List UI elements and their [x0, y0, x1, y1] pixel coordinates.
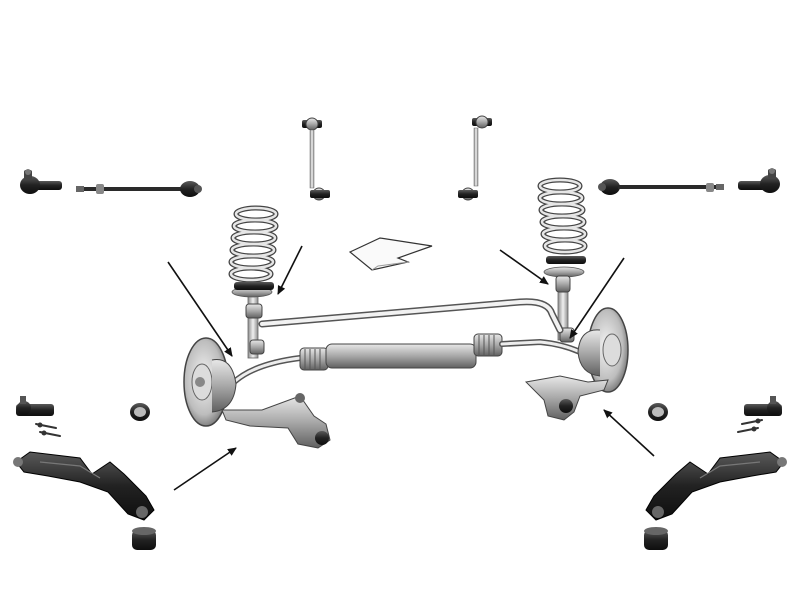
bolts-left — [35, 422, 61, 437]
pointer-arrow-icon — [167, 261, 233, 357]
brake-disc-right — [577, 307, 629, 393]
control-arm-assembled-right — [524, 375, 609, 421]
control-arm-assembled-left — [221, 393, 331, 449]
bolts-right — [737, 418, 763, 433]
coil-spring-strut-icon — [228, 205, 279, 359]
coil-spring-strut-icon — [537, 177, 588, 343]
control-arm-icon — [524, 375, 609, 421]
inner-tie-rod-right — [598, 179, 724, 195]
bushing-lower-right — [644, 527, 668, 550]
direction-arrow-icon — [348, 237, 433, 271]
direction-arrow — [348, 237, 433, 271]
stabilizer-link-icon — [302, 117, 330, 201]
tie-rod-end-icon — [20, 169, 62, 194]
bushing-icon — [130, 403, 150, 421]
tie-rod-end-left — [20, 169, 62, 194]
stabilizer-bar — [258, 298, 564, 334]
bushing-icon — [648, 403, 668, 421]
inner-tie-rod-left — [76, 181, 202, 197]
pointer-arrow-icon — [569, 257, 625, 339]
brake-disc-icon — [183, 337, 237, 427]
control-arm-icon — [645, 451, 787, 521]
rack-boot-left — [299, 347, 329, 371]
steering-rack — [229, 333, 583, 387]
tie-rod-end-right — [738, 168, 780, 193]
inner-tie-rod-icon — [598, 179, 724, 195]
brake-disc-left — [183, 337, 237, 427]
strut-left — [228, 205, 279, 359]
stabilizer-link-icon — [458, 115, 492, 201]
bushing-upper-left — [130, 403, 150, 421]
ball-joint-left — [16, 396, 54, 416]
control-arm-loose-left — [13, 451, 155, 521]
bushing-upper-right — [648, 403, 668, 421]
ball-joint-icon — [744, 396, 782, 416]
stabilizer-link-right — [458, 115, 492, 201]
control-arm-icon — [221, 393, 331, 449]
ball-joint-icon — [16, 396, 54, 416]
stabilizer-link-left — [302, 117, 330, 201]
pointer-arrow-icon — [499, 249, 549, 285]
pointer-arrow-icon — [277, 245, 303, 295]
control-arm-loose-right — [645, 451, 787, 521]
bushing-lower-left — [132, 527, 156, 550]
brake-disc-icon — [577, 307, 629, 393]
inner-tie-rod-icon — [76, 181, 202, 197]
bushing-icon — [644, 527, 668, 550]
tie-rod-end-icon — [738, 168, 780, 193]
control-arm-icon — [13, 451, 155, 521]
pointer-arrow-icon — [173, 447, 237, 491]
steering-rack-icon — [229, 333, 583, 387]
pointer-arrow-icon — [603, 409, 655, 457]
pointer-arrows — [167, 245, 655, 491]
rack-boot-right — [473, 333, 503, 357]
strut-right — [537, 177, 588, 343]
stabilizer-bar-icon — [258, 298, 564, 334]
bushing-icon — [132, 527, 156, 550]
ball-joint-right — [744, 396, 782, 416]
